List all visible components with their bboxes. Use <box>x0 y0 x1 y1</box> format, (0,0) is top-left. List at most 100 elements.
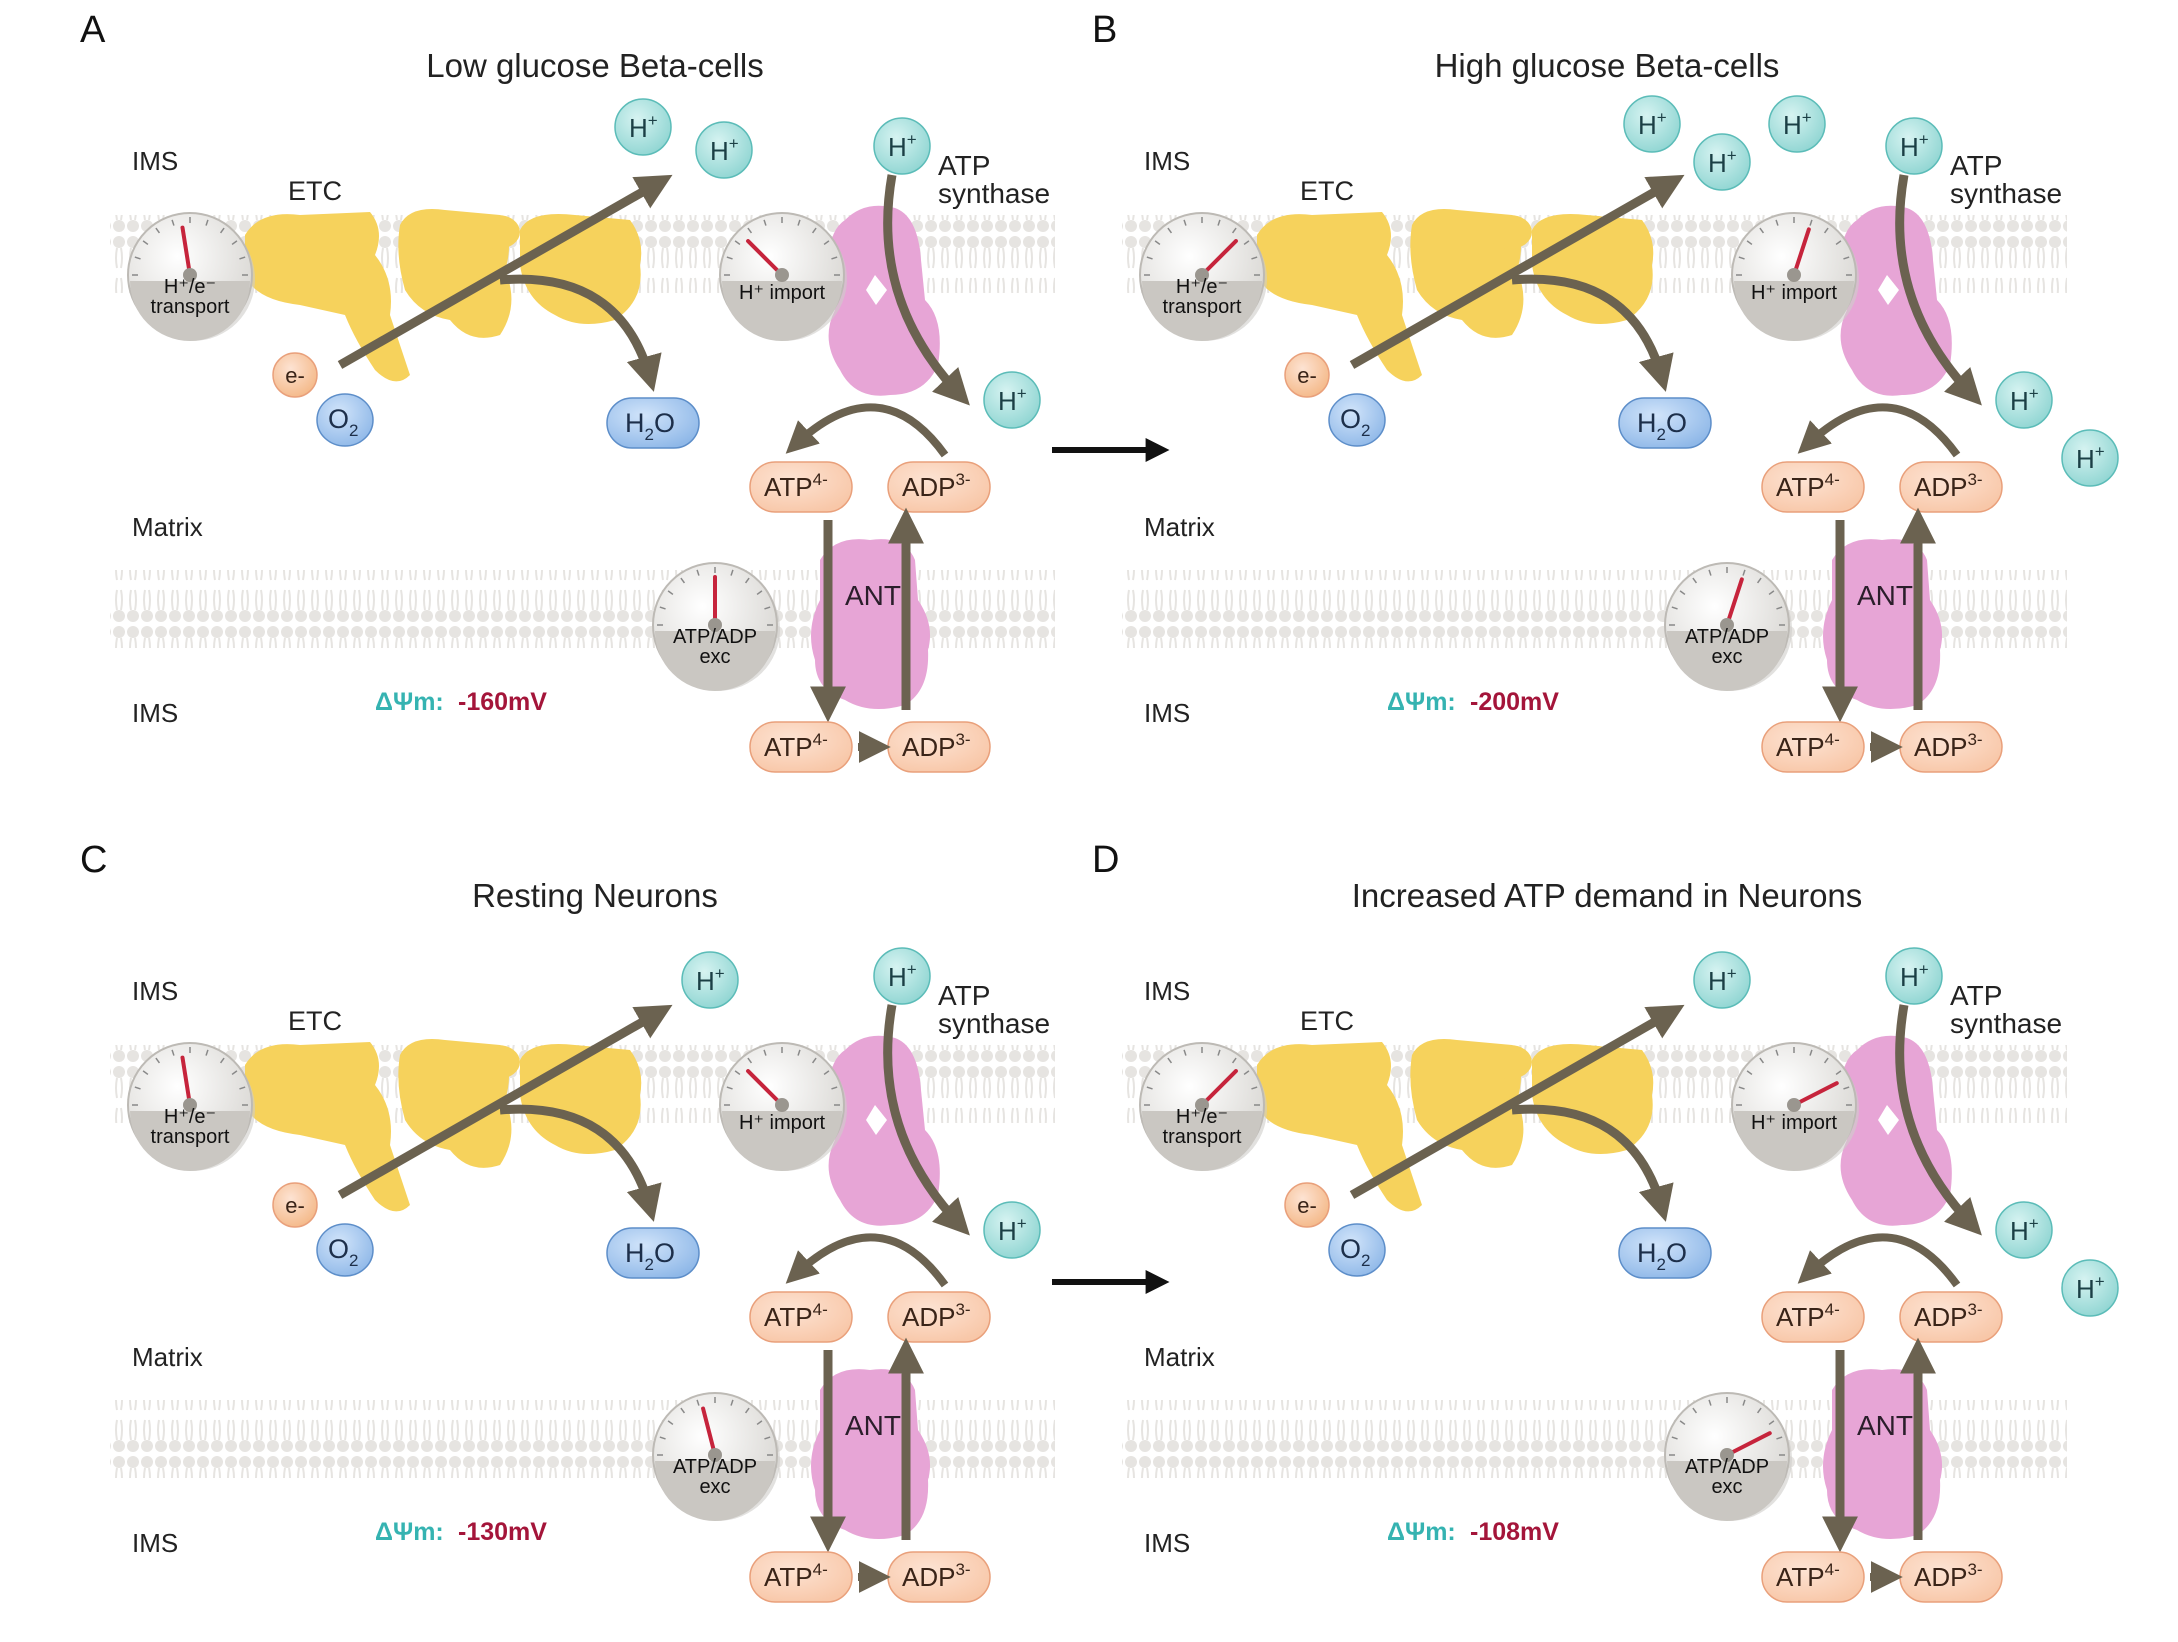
gauge-needle <box>701 1406 717 1457</box>
gauge-label: H⁺ import <box>739 1112 826 1134</box>
hplus-matrix <box>2061 1259 2119 1317</box>
hplus-ims <box>1693 133 1751 191</box>
oxygen <box>316 1223 374 1277</box>
gauge-label: H⁺/e⁻ <box>1176 1106 1228 1128</box>
atp-synthase-label-2: synthase <box>938 178 1050 209</box>
cytochrome-c <box>1488 215 1532 249</box>
gauge-label: transport <box>1163 1126 1242 1148</box>
gauge-needle <box>1792 227 1811 277</box>
etc-label: ETC <box>288 1006 342 1036</box>
hplus-synthase-entry <box>873 117 931 175</box>
pill-atp-matrix <box>749 1291 853 1343</box>
etc-complex-1 <box>1257 1042 1422 1212</box>
membrane-potential-label: ΔΨm: <box>1387 1518 1456 1546</box>
gauge-label: ATP/ADP <box>673 626 757 648</box>
hplus-matrix <box>983 371 1041 429</box>
hplus-label: H+ <box>1708 146 1737 178</box>
proton-pump-arrow <box>1349 1004 1685 1199</box>
oxygen <box>1328 393 1386 447</box>
etc-label: ETC <box>1300 176 1354 206</box>
membrane-potential-label: ΔΨm: <box>375 1518 444 1546</box>
water <box>1618 397 1712 449</box>
water <box>606 397 700 449</box>
gauge-label: H⁺/e⁻ <box>164 1106 216 1128</box>
gauge-label: exc <box>1711 646 1742 668</box>
pill-adp-matrix <box>887 461 991 513</box>
gauge-label: transport <box>1163 296 1242 318</box>
pill-atp-matrix <box>1761 461 1865 513</box>
proton-pump-arrow <box>337 174 673 369</box>
ims-label-top: IMS <box>132 146 178 176</box>
panel-title: Increased ATP demand in Neurons <box>1352 877 1863 914</box>
gauge-label: exc <box>699 1476 730 1498</box>
gauge-needle <box>1200 1069 1238 1107</box>
ims-label-bottom: IMS <box>132 1528 178 1558</box>
matrix-label: Matrix <box>132 1342 203 1372</box>
water <box>606 1227 700 1279</box>
atp-synthase <box>1838 1035 1952 1226</box>
proton-import-arrow <box>1895 174 1982 406</box>
matrix-label: Matrix <box>1144 1342 1215 1372</box>
membrane-potential-value: -130mV <box>458 1518 547 1546</box>
oxygen-reduction-arrow <box>499 1104 662 1222</box>
panel-letter: B <box>1092 9 1117 51</box>
atp-synthase-label-2: synthase <box>1950 1008 2062 1039</box>
electron <box>1284 1182 1330 1228</box>
atp-synthase-label-1: ATP <box>1950 150 2002 181</box>
oxygen-reduction-arrow <box>499 274 662 392</box>
gauge-needle <box>180 225 192 277</box>
gauge-needle <box>746 239 784 277</box>
hplus-label: H+ <box>1708 964 1737 996</box>
atp-synthesis-arrow <box>1797 403 1961 458</box>
hplus-ims <box>695 121 753 179</box>
hplus-ims <box>614 98 672 156</box>
pill-atp-ims <box>1761 1551 1865 1603</box>
ims-label-bottom: IMS <box>1144 1528 1190 1558</box>
water <box>1618 1227 1712 1279</box>
electron-label: e- <box>1297 1193 1317 1218</box>
etc-complex-1 <box>1257 212 1422 382</box>
gauge-needle <box>1725 577 1744 627</box>
electron <box>1284 352 1330 398</box>
matrix-label: Matrix <box>132 512 203 542</box>
atp-synthase-label-2: synthase <box>938 1008 1050 1039</box>
atp-synthesis-arrow <box>1797 1233 1961 1288</box>
atp-synthase <box>826 205 940 396</box>
atp-synthesis-arrow <box>785 1233 949 1288</box>
ant-transporter <box>1823 1369 1943 1539</box>
gauge-label: H⁺ import <box>739 282 826 304</box>
panel-letter: A <box>80 9 106 51</box>
atp-synthase <box>1838 205 1952 396</box>
hplus-matrix <box>983 1201 1041 1259</box>
ant-label: ANT <box>845 1410 901 1441</box>
membrane-potential-value: -160mV <box>458 688 547 716</box>
pill-adp-matrix <box>1899 461 2003 513</box>
pill-atp-matrix-label: ATP4- <box>1776 1300 1840 1332</box>
ims-label-top: IMS <box>1144 976 1190 1006</box>
oxygen-reduction-arrow <box>1511 1104 1674 1222</box>
oxygen <box>1328 1223 1386 1277</box>
proton-import-arrow <box>883 174 970 406</box>
hplus-synthase-entry <box>1885 947 1943 1005</box>
gauge-label: transport <box>151 1126 230 1148</box>
hplus-matrix <box>2061 429 2119 487</box>
ant-transporter <box>1823 539 1943 709</box>
atp-synthase-label-1: ATP <box>938 980 990 1011</box>
ant-transporter <box>811 1369 931 1539</box>
ims-label-top: IMS <box>132 976 178 1006</box>
pill-atp-matrix-label: ATP4- <box>1776 470 1840 502</box>
cytochrome-c <box>476 215 520 249</box>
hplus-ims <box>1623 95 1681 153</box>
gauge-needle <box>1792 1081 1839 1107</box>
atp-synthesis-arrow <box>785 403 949 458</box>
cytochrome-c <box>1488 1045 1532 1079</box>
gauge-needle <box>1200 239 1238 277</box>
proton-pump-arrow <box>337 1004 673 1199</box>
electron-label: e- <box>285 1193 305 1218</box>
hplus-ims <box>1768 95 1826 153</box>
gauge-needle <box>1725 1431 1772 1457</box>
